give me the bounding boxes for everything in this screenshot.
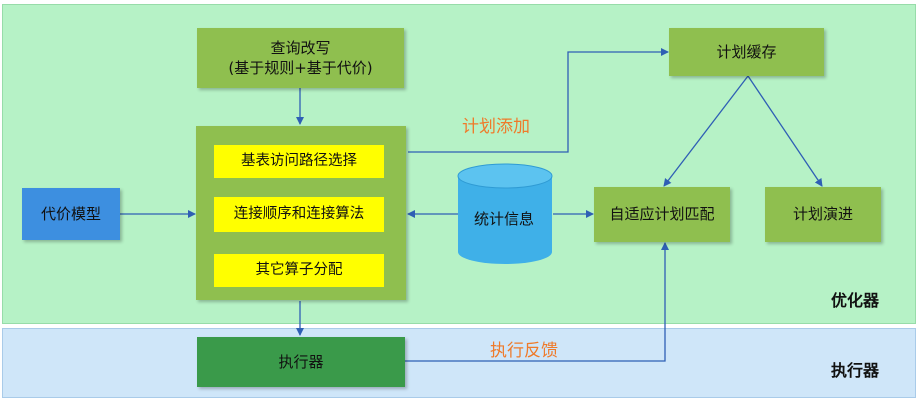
plan-cache-box: 计划缓存 — [669, 28, 824, 76]
arrow-cache-to-adaptive — [663, 75, 749, 187]
statistics-cylinder — [457, 163, 553, 264]
plan-add-label: 计划添加 — [462, 117, 530, 137]
cost-model-box: 代价模型 — [22, 188, 120, 240]
executor-region — [2, 328, 916, 398]
plan-evolution-box: 计划演进 — [765, 187, 881, 242]
arrow-plan-add — [408, 48, 669, 153]
statistics-label: 统计信息 — [473, 210, 534, 228]
other-operators-box: 其它算子分配 — [214, 254, 384, 287]
query-rewrite-box: 查询改写 (基于规则+基于代价) — [197, 28, 404, 88]
query-rewrite-title: 查询改写 — [270, 38, 331, 57]
arrow-cache-to-evolution — [747, 75, 823, 187]
executor-box: 执行器 — [197, 337, 405, 387]
arrow-exec-feedback — [405, 242, 669, 362]
query-rewrite-subtitle: (基于规则+基于代价) — [228, 59, 373, 77]
exec-feedback-label: 执行反馈 — [490, 341, 558, 361]
adaptive-plan-box: 自适应计划匹配 — [594, 187, 730, 242]
executor-label: 执行器 — [831, 361, 880, 380]
optimizer-label: 优化器 — [831, 291, 880, 310]
join-order-box: 连接顺序和连接算法 — [214, 197, 384, 232]
path-selection-box: 基表访问路径选择 — [214, 145, 384, 178]
